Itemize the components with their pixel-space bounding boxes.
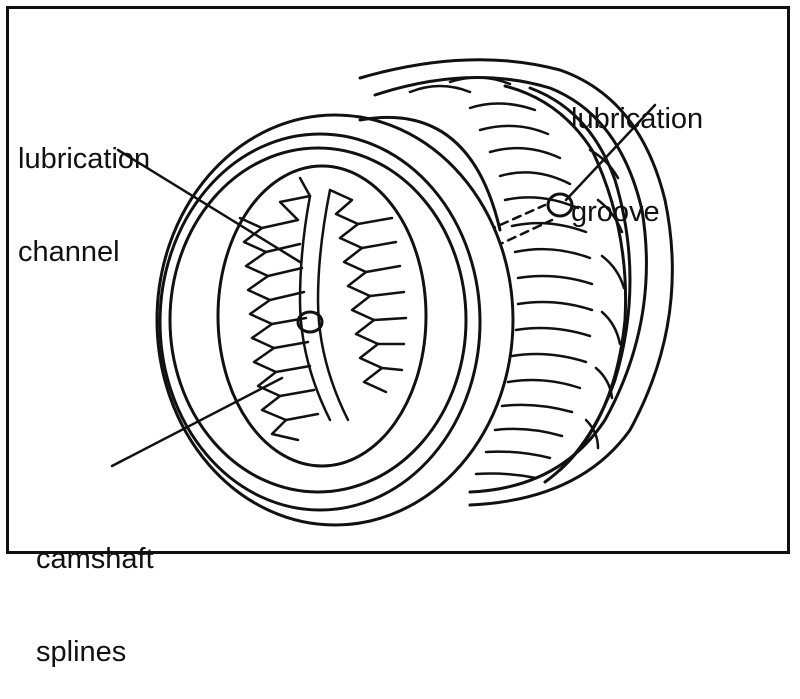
label-camshaft-splines-line1: camshaft <box>36 543 154 575</box>
leader-lubrication-groove <box>564 103 657 202</box>
lubrication-channel-hole <box>296 310 324 334</box>
leader-camshaft-splines <box>110 376 284 468</box>
camshaft-sprocket-drawing <box>110 58 674 527</box>
leader-lubrication-channel <box>116 148 302 264</box>
label-lubrication-groove: lubrication groove <box>571 42 703 259</box>
inner-bore <box>216 164 428 468</box>
label-lubrication-channel-line1: lubrication <box>18 143 151 175</box>
label-camshaft-splines-line2: splines <box>36 636 127 668</box>
groove-hole <box>546 192 574 218</box>
ribbed-groove <box>408 76 626 480</box>
label-lubrication-channel-line2: channel <box>18 236 120 268</box>
label-lubrication-groove-line1: lubrication <box>571 103 704 135</box>
camshaft-splines <box>238 176 408 442</box>
label-lubrication-channel: lubrication channel <box>18 82 150 299</box>
rear-ring <box>358 58 674 507</box>
label-camshaft-splines: camshaft splines <box>36 482 154 699</box>
label-lubrication-groove-line2: groove <box>571 196 660 228</box>
